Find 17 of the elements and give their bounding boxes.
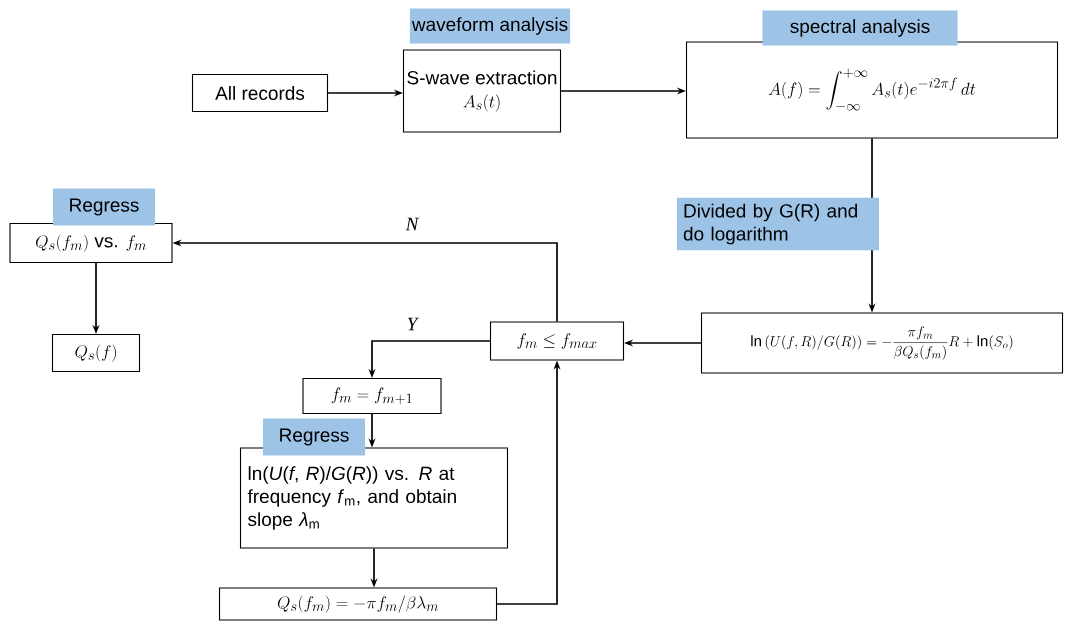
process-box: S-wave extraction $A_s(t)$ (402, 49, 562, 133)
process-box: $f_m \le f_{max}$ (489, 321, 625, 361)
process-box: $\ln\left(U(f,R)/G(R)\right) = -\frac{\pi f_m}{\beta Q_s(f_m)}R + \ln(S_o)$ (700, 312, 1064, 374)
process-box: ln(U(f, R)/G(R)) vs. R at frequency f$_{m}$, and obtain slope λ$_{m}$ (239, 447, 509, 549)
heading-tab: Regress (53, 188, 155, 226)
heading-tab: waveform analysis (409, 8, 571, 44)
heading-tab: spectral analysis (762, 10, 958, 46)
edge-label: N (404, 216, 420, 232)
process-box: All records (191, 73, 329, 113)
heading-tab: Regress (263, 418, 365, 456)
edge-label: Divided by G(R) and do logarithm (677, 197, 879, 251)
edge-label: Y (405, 316, 419, 332)
process-box: $f_m = f_{m+1}$ (302, 377, 442, 415)
process-box: $Q_s(f_m)\text{ vs. }f_m$ (9, 222, 173, 264)
process-box: $A(f) = \int_{-\infty}^{+\infty} A_s(t)e^{-i2\pi f}\,dt$ (685, 41, 1059, 139)
process-box: $Q_s(f_m) = -\pi f_m/\beta\lambda_m$ (218, 587, 498, 621)
process-box: $Q_s(f)$ (51, 333, 141, 373)
